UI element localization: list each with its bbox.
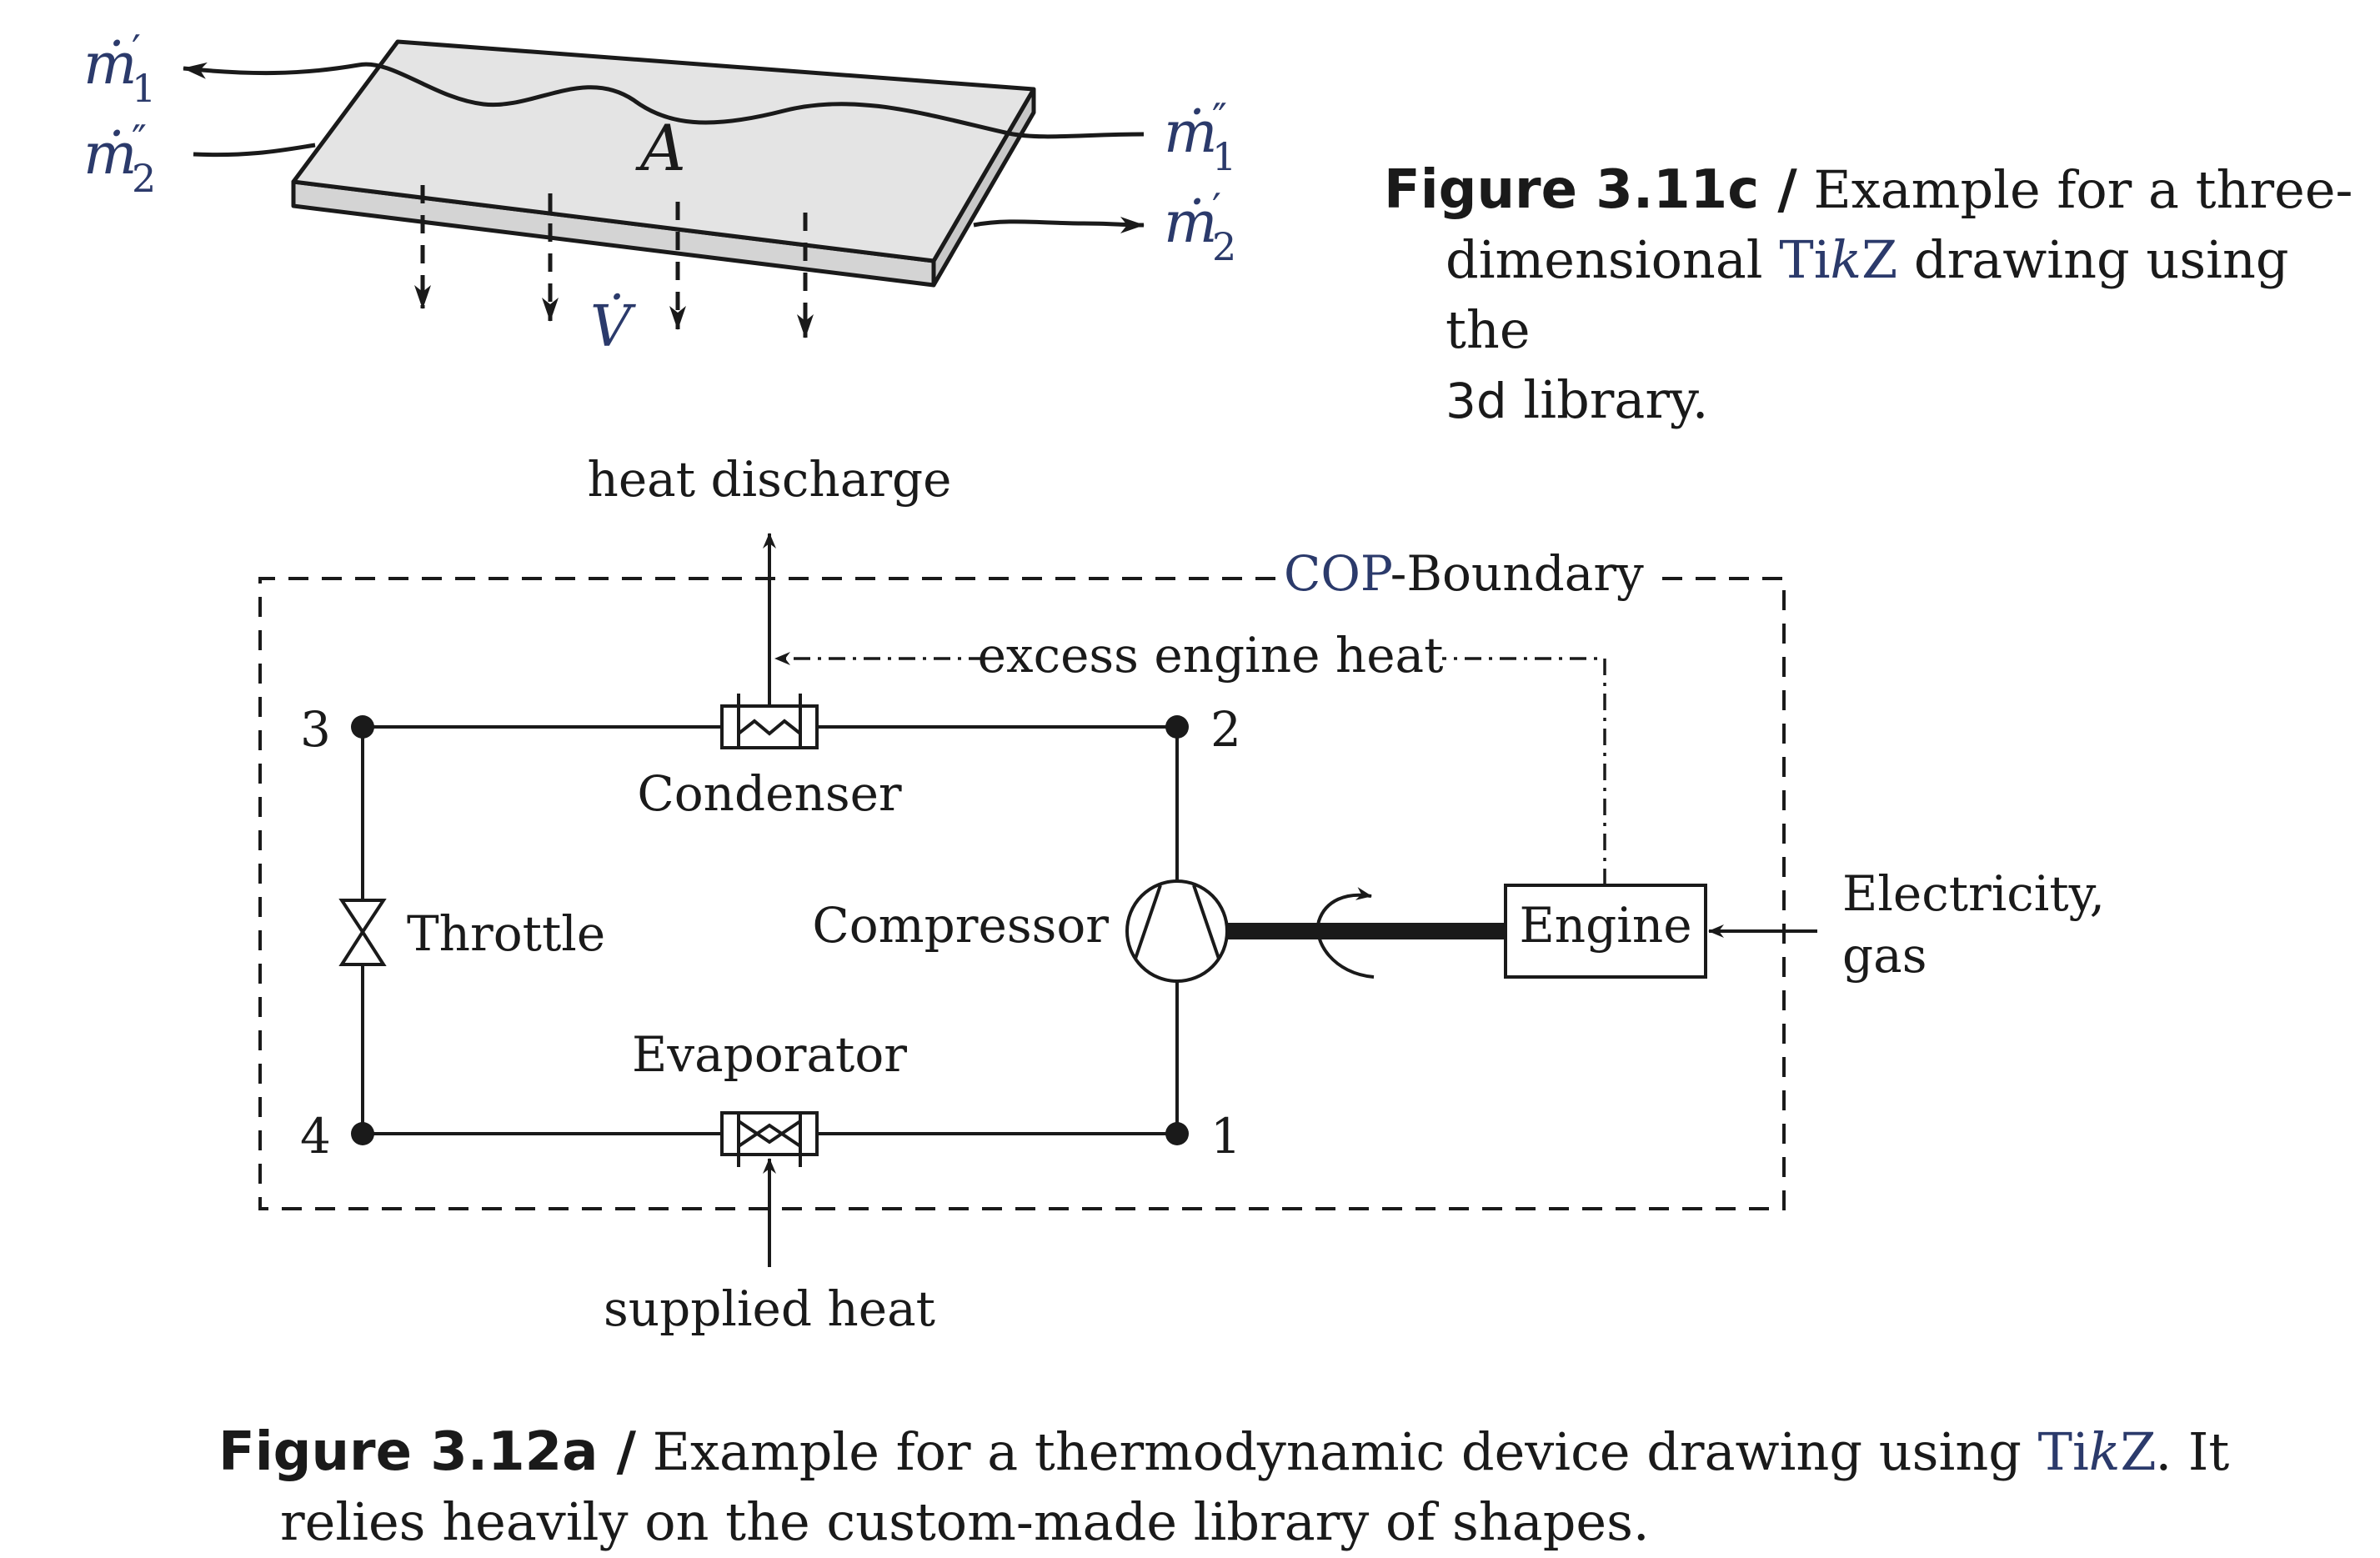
node-3-dot	[351, 715, 374, 739]
heat-discharge-label: heat discharge	[587, 451, 951, 508]
evaporator-symbol	[720, 1111, 819, 1167]
node-4-dot	[351, 1122, 374, 1145]
node-3-label: 3	[300, 701, 331, 758]
excess-heat-line	[775, 659, 1606, 885]
svg-text:″: ″	[132, 117, 147, 163]
supplied-heat-label: supplied heat	[604, 1280, 935, 1337]
flow-line-m2-prime	[973, 216, 1145, 233]
plate-area-label: A	[635, 111, 686, 185]
svg-text:2: 2	[1212, 224, 1236, 269]
energy-input-label-line1: Electricity,	[1842, 865, 2105, 922]
energy-input-label-line2: gas	[1842, 927, 1927, 984]
svg-text:1: 1	[132, 66, 156, 111]
svg-text:″: ″	[1212, 95, 1227, 142]
flow-label-m1-prime: ṁ ′ 1	[83, 27, 156, 111]
cycle-drawing: COP-Boundary 3 2 4 1 Condenser	[258, 451, 2105, 1337]
caption-3-11c: Figure 3.11c / Example for a three- dime…	[1384, 159, 2353, 430]
svg-text:′: ′	[132, 27, 141, 73]
node-2-dot	[1165, 715, 1189, 739]
flow-label-m2-dprime: ṁ ″ 2	[83, 117, 156, 201]
node-1-dot	[1165, 1122, 1189, 1145]
flow-label-m1-dprime: ṁ ″ 1	[1164, 95, 1236, 179]
cop-boundary-label: COP-Boundary	[1284, 545, 1644, 602]
caption-3-11c-number: Figure 3.11c /	[1384, 159, 1797, 221]
node-4-label: 4	[300, 1108, 331, 1165]
svg-text:ṁ: ṁ	[83, 32, 137, 98]
caption-3-12a-number: Figure 3.12a /	[218, 1421, 637, 1483]
evaporator-label: Evaporator	[632, 1026, 907, 1083]
throttle-symbol	[338, 899, 387, 966]
engine-label: Engine	[1519, 897, 1691, 954]
svg-text:ṁ: ṁ	[1164, 100, 1217, 166]
throttle-label: Throttle	[407, 905, 605, 962]
flow-label-m2-prime: ṁ ′ 2	[1164, 185, 1236, 269]
condenser-label: Condenser	[637, 765, 902, 822]
flow-line-m2-dprime	[193, 143, 316, 158]
volume-flow-label: V̇	[590, 294, 636, 360]
tikz-name: TikZ	[2037, 1421, 2156, 1482]
svg-text:ṁ: ṁ	[1164, 190, 1217, 256]
node-1-label: 1	[1210, 1108, 1241, 1165]
node-2-label: 2	[1210, 701, 1241, 758]
plate-top-face	[291, 39, 1036, 263]
rotation-arrow	[1315, 887, 1375, 979]
compressor-symbol	[1125, 879, 1229, 983]
caption-3-12a: Figure 3.12a / Example for a thermodynam…	[218, 1421, 2230, 1552]
engine-box	[1504, 884, 1707, 979]
excess-heat-label: excess engine heat	[978, 627, 1444, 684]
plate-drawing: A ṁ ′ 1 ṁ ″ 2 ṁ ″ 1 ṁ ′ 2 V̇	[83, 27, 1236, 360]
svg-text:ṁ: ṁ	[83, 122, 137, 188]
refrigerant-loop	[361, 725, 1179, 1135]
flow-line-m1-prime	[183, 62, 1145, 139]
tikz-name: TikZ	[1779, 229, 1898, 290]
svg-text:2: 2	[132, 156, 156, 201]
svg-text:1: 1	[1212, 134, 1236, 179]
cop-boundary	[258, 577, 1786, 1210]
compressor-label: Compressor	[812, 897, 1109, 954]
volume-flow-arrows	[414, 185, 814, 338]
svg-text:′: ′	[1212, 185, 1221, 232]
